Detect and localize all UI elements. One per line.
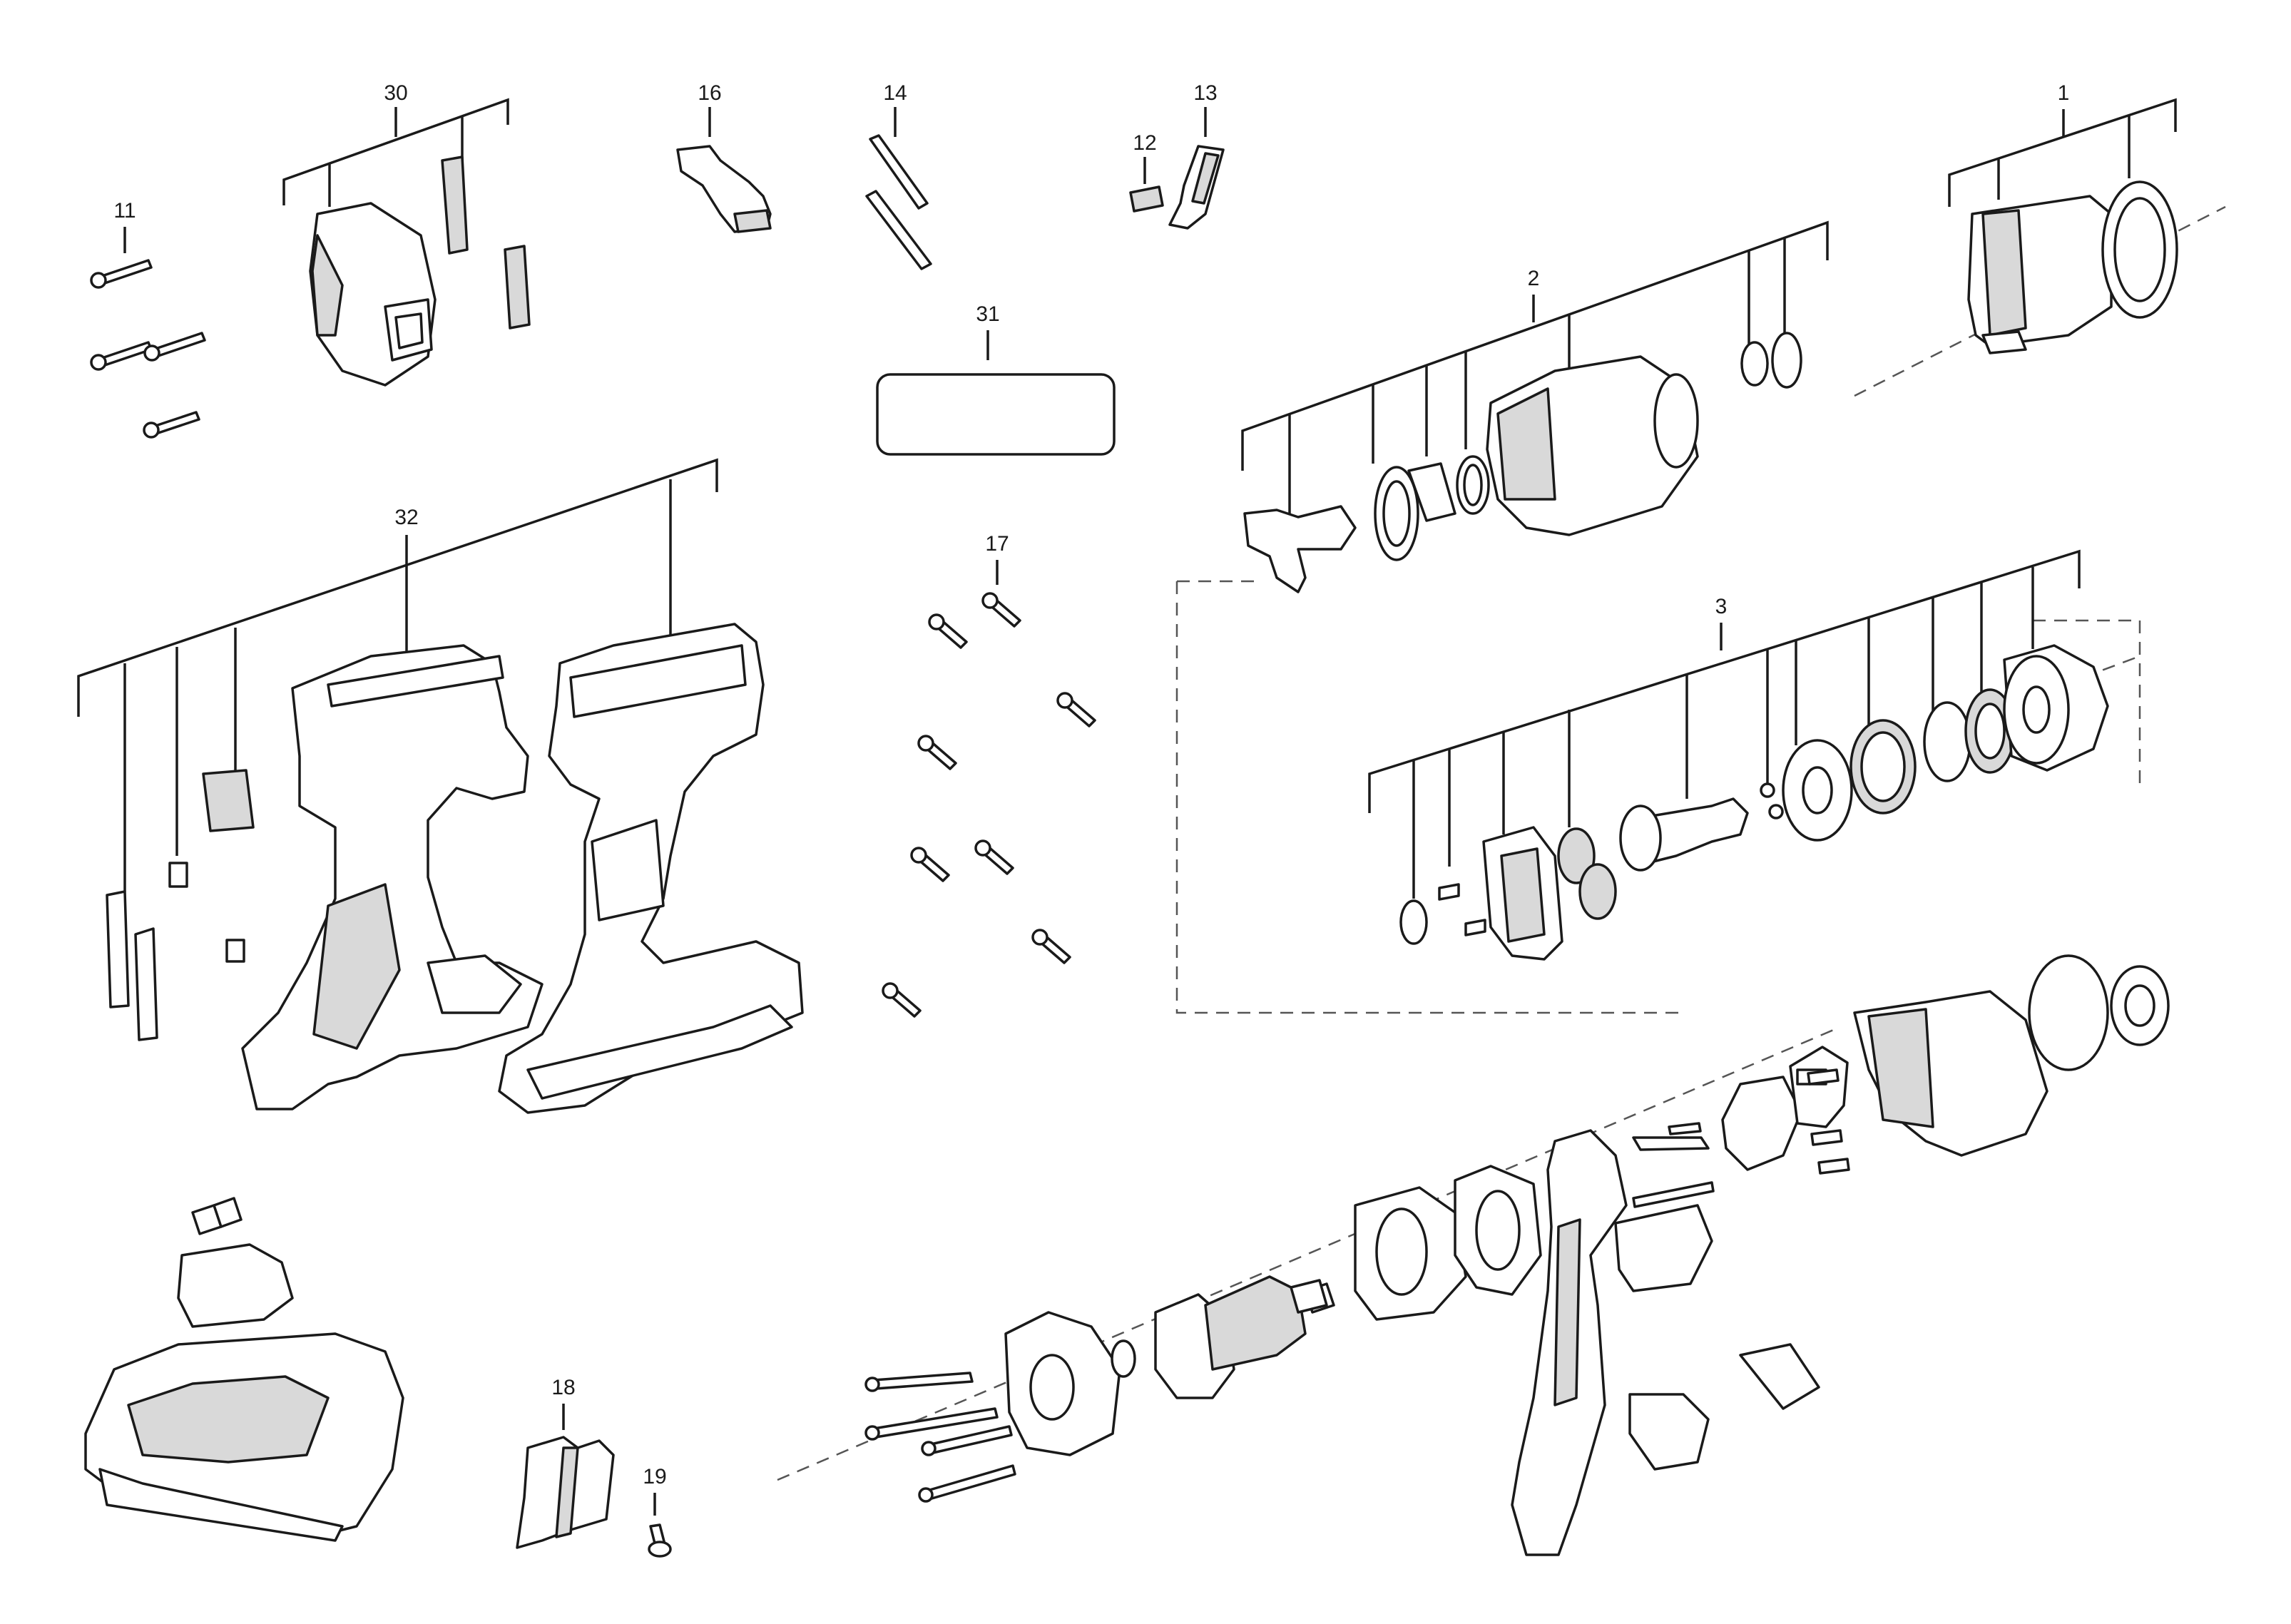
callout-number: 1	[2058, 81, 2070, 105]
callout-11: 11	[113, 199, 136, 253]
callout-31: 31	[876, 302, 1116, 456]
callout-13: 13	[1193, 81, 1218, 137]
callout-number: 18	[551, 1376, 575, 1399]
callout-1: 1	[1948, 81, 2177, 207]
callout-number: 11	[113, 199, 136, 223]
spring-part-12	[1129, 185, 1164, 213]
callout-30: 30	[282, 81, 509, 207]
callout-32: 32	[77, 458, 718, 892]
left-housing-half	[241, 644, 544, 1110]
callout-2: 2	[1241, 220, 1829, 514]
callout-number: 2	[1528, 267, 1540, 290]
callout-3: 3	[1368, 549, 2081, 899]
housing-small-parts	[106, 769, 255, 1041]
pin-part-14	[865, 134, 932, 270]
screw-set-17	[882, 592, 1096, 1018]
callout-18: 18	[551, 1376, 576, 1430]
switch-part-13	[1168, 145, 1225, 230]
callout-19: 19	[643, 1465, 667, 1516]
callout-16: 16	[698, 81, 722, 137]
callout-number: 16	[698, 81, 721, 105]
screw-part-19	[648, 1523, 672, 1558]
callout-number: 17	[985, 532, 1009, 556]
nose-cover-part	[309, 155, 531, 387]
front-housing-assembly	[1967, 180, 2178, 354]
base-assembly	[84, 1197, 404, 1542]
screw-set-11	[90, 259, 206, 439]
belt-clip-part-18	[516, 1436, 615, 1549]
callout-number: 12	[1133, 131, 1156, 155]
motor-electronics-parts	[864, 954, 2170, 1556]
gear-case-assembly	[1243, 332, 1802, 593]
label-plate	[876, 373, 1116, 456]
callout-number: 32	[394, 506, 418, 529]
callout-14: 14	[883, 81, 907, 137]
callout-17: 17	[985, 532, 1009, 585]
callout-number: 30	[384, 81, 407, 105]
hammer-mechanism-parts	[1399, 644, 2109, 961]
callout-number: 14	[883, 81, 907, 105]
callout-number: 13	[1193, 81, 1217, 105]
right-housing-half	[498, 623, 804, 1114]
callout-number: 19	[643, 1465, 666, 1488]
callout-number: 31	[976, 302, 999, 326]
callout-number: 3	[1715, 595, 1728, 618]
callout-12: 12	[1133, 131, 1157, 184]
clip-part-16	[676, 145, 772, 233]
